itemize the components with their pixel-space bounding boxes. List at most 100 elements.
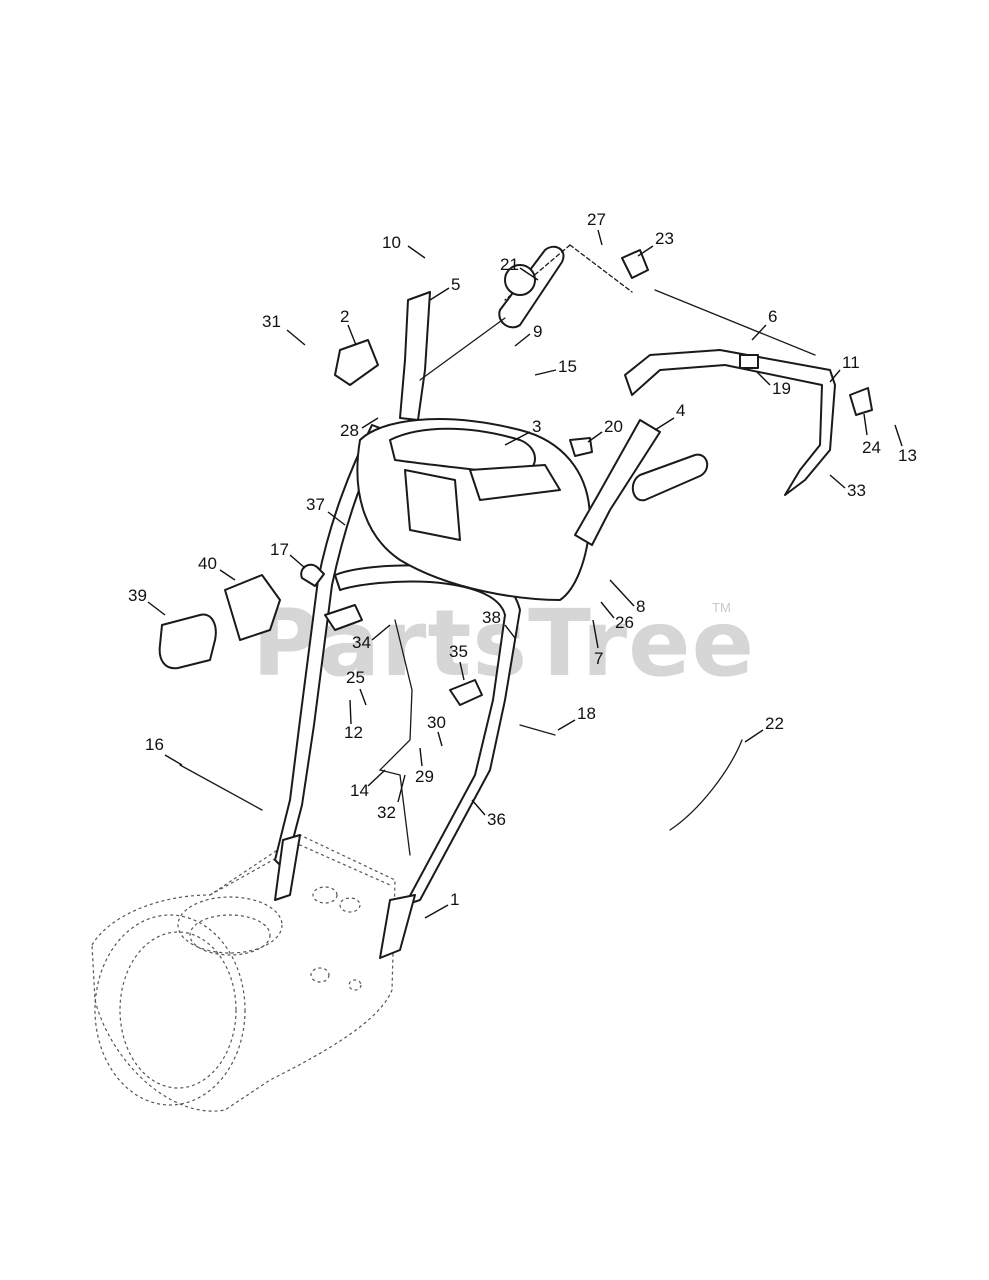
callout-21: 21 bbox=[500, 255, 519, 274]
leader-13 bbox=[894, 424, 903, 447]
watermark-trademark: TM bbox=[712, 600, 731, 615]
leader-25 bbox=[359, 688, 367, 706]
leader-14 bbox=[367, 769, 386, 787]
callout-5: 5 bbox=[451, 275, 460, 294]
leader-32 bbox=[397, 774, 406, 803]
callout-26: 26 bbox=[615, 613, 634, 632]
callout-15: 15 bbox=[558, 357, 577, 376]
leader-3 bbox=[504, 431, 531, 446]
console bbox=[356, 418, 591, 601]
knob-17 bbox=[300, 563, 325, 587]
leader-4 bbox=[654, 417, 675, 431]
leader-8 bbox=[609, 579, 635, 607]
leader-21 bbox=[519, 267, 539, 281]
leader-22 bbox=[744, 729, 764, 743]
leader-34 bbox=[371, 624, 391, 641]
fitting-24 bbox=[849, 387, 873, 416]
callout-12: 12 bbox=[344, 723, 363, 742]
callout-30: 30 bbox=[427, 713, 446, 732]
callout-11: 11 bbox=[842, 353, 860, 372]
callout-17: 17 bbox=[270, 540, 289, 559]
leader-29 bbox=[419, 747, 423, 767]
leader-10 bbox=[407, 245, 426, 259]
pin-18 bbox=[519, 724, 556, 736]
callout-1: 1 bbox=[450, 890, 459, 909]
callout-7: 7 bbox=[594, 649, 603, 668]
leader-16 bbox=[164, 754, 183, 766]
callout-33: 33 bbox=[847, 481, 866, 500]
callout-23: 23 bbox=[655, 229, 674, 248]
left-grip-rod bbox=[419, 317, 506, 381]
leader-38 bbox=[504, 624, 516, 639]
leader-20 bbox=[587, 431, 603, 443]
callout-22: 22 bbox=[765, 714, 784, 733]
leader-26 bbox=[600, 601, 615, 619]
callout-37: 37 bbox=[306, 495, 325, 514]
bracket-35 bbox=[449, 679, 483, 706]
callout-19: 19 bbox=[772, 379, 791, 398]
auger-housing bbox=[91, 834, 396, 1112]
tie-16 bbox=[179, 764, 263, 811]
callout-9: 9 bbox=[533, 322, 542, 341]
callout-14: 14 bbox=[350, 781, 369, 800]
right-upper-handle bbox=[574, 419, 661, 546]
callout-3: 3 bbox=[532, 417, 541, 436]
callout-10: 10 bbox=[382, 233, 401, 252]
leader-39 bbox=[147, 601, 166, 616]
callout-28: 28 bbox=[340, 421, 359, 440]
leader-15 bbox=[534, 369, 557, 376]
tie-22 bbox=[669, 739, 743, 831]
callout-25: 25 bbox=[346, 668, 365, 687]
bracket-34 bbox=[324, 604, 363, 631]
callout-16: 16 bbox=[145, 735, 164, 754]
left-upper-handle bbox=[399, 291, 431, 421]
leader-17 bbox=[289, 554, 306, 569]
leader-40 bbox=[219, 569, 236, 581]
callout-2: 2 bbox=[340, 307, 349, 326]
callout-4: 4 bbox=[676, 401, 685, 420]
leader-18 bbox=[557, 719, 576, 731]
callout-6: 6 bbox=[768, 307, 777, 326]
cover-39 bbox=[158, 613, 217, 670]
callout-13: 13 bbox=[898, 446, 917, 465]
leader-33 bbox=[829, 474, 846, 489]
leader-27 bbox=[597, 229, 603, 246]
callout-20: 20 bbox=[604, 417, 623, 436]
callout-39: 39 bbox=[128, 586, 147, 605]
leader-5 bbox=[429, 287, 450, 301]
leader-6 bbox=[751, 324, 767, 341]
callout-34: 34 bbox=[352, 633, 371, 652]
leader-28 bbox=[361, 417, 379, 429]
leader-31 bbox=[286, 329, 306, 346]
leader-12 bbox=[349, 699, 352, 725]
callout-labels: 1 2 3 4 5 6 7 8 9 10 11 12 13 14 15 16 1… bbox=[128, 210, 917, 919]
bracket-20 bbox=[569, 437, 593, 457]
callout-27: 27 bbox=[587, 210, 606, 229]
right-grip bbox=[631, 453, 709, 502]
leader-9 bbox=[514, 333, 531, 347]
leader-11 bbox=[829, 369, 841, 383]
callout-31: 31 bbox=[262, 312, 281, 331]
callout-8: 8 bbox=[636, 597, 645, 616]
leader-36 bbox=[471, 799, 486, 816]
callout-32: 32 bbox=[377, 803, 396, 822]
leader-30 bbox=[437, 731, 443, 747]
leader-35 bbox=[459, 661, 465, 681]
callout-40: 40 bbox=[198, 554, 217, 573]
leader-23 bbox=[637, 245, 654, 257]
leader-19 bbox=[756, 371, 771, 386]
leader-2 bbox=[347, 324, 357, 346]
leader-1 bbox=[424, 904, 449, 919]
cable bbox=[654, 289, 816, 356]
callout-35: 35 bbox=[449, 642, 468, 661]
leader-24 bbox=[863, 413, 868, 436]
leader-37 bbox=[327, 511, 346, 526]
callout-36: 36 bbox=[487, 810, 506, 829]
bracket-23 bbox=[621, 249, 649, 279]
callout-24: 24 bbox=[862, 438, 881, 457]
bracket-40 bbox=[224, 574, 281, 641]
bracket-19 bbox=[739, 354, 759, 369]
callout-29: 29 bbox=[415, 767, 434, 786]
bracket-2 bbox=[334, 339, 379, 386]
